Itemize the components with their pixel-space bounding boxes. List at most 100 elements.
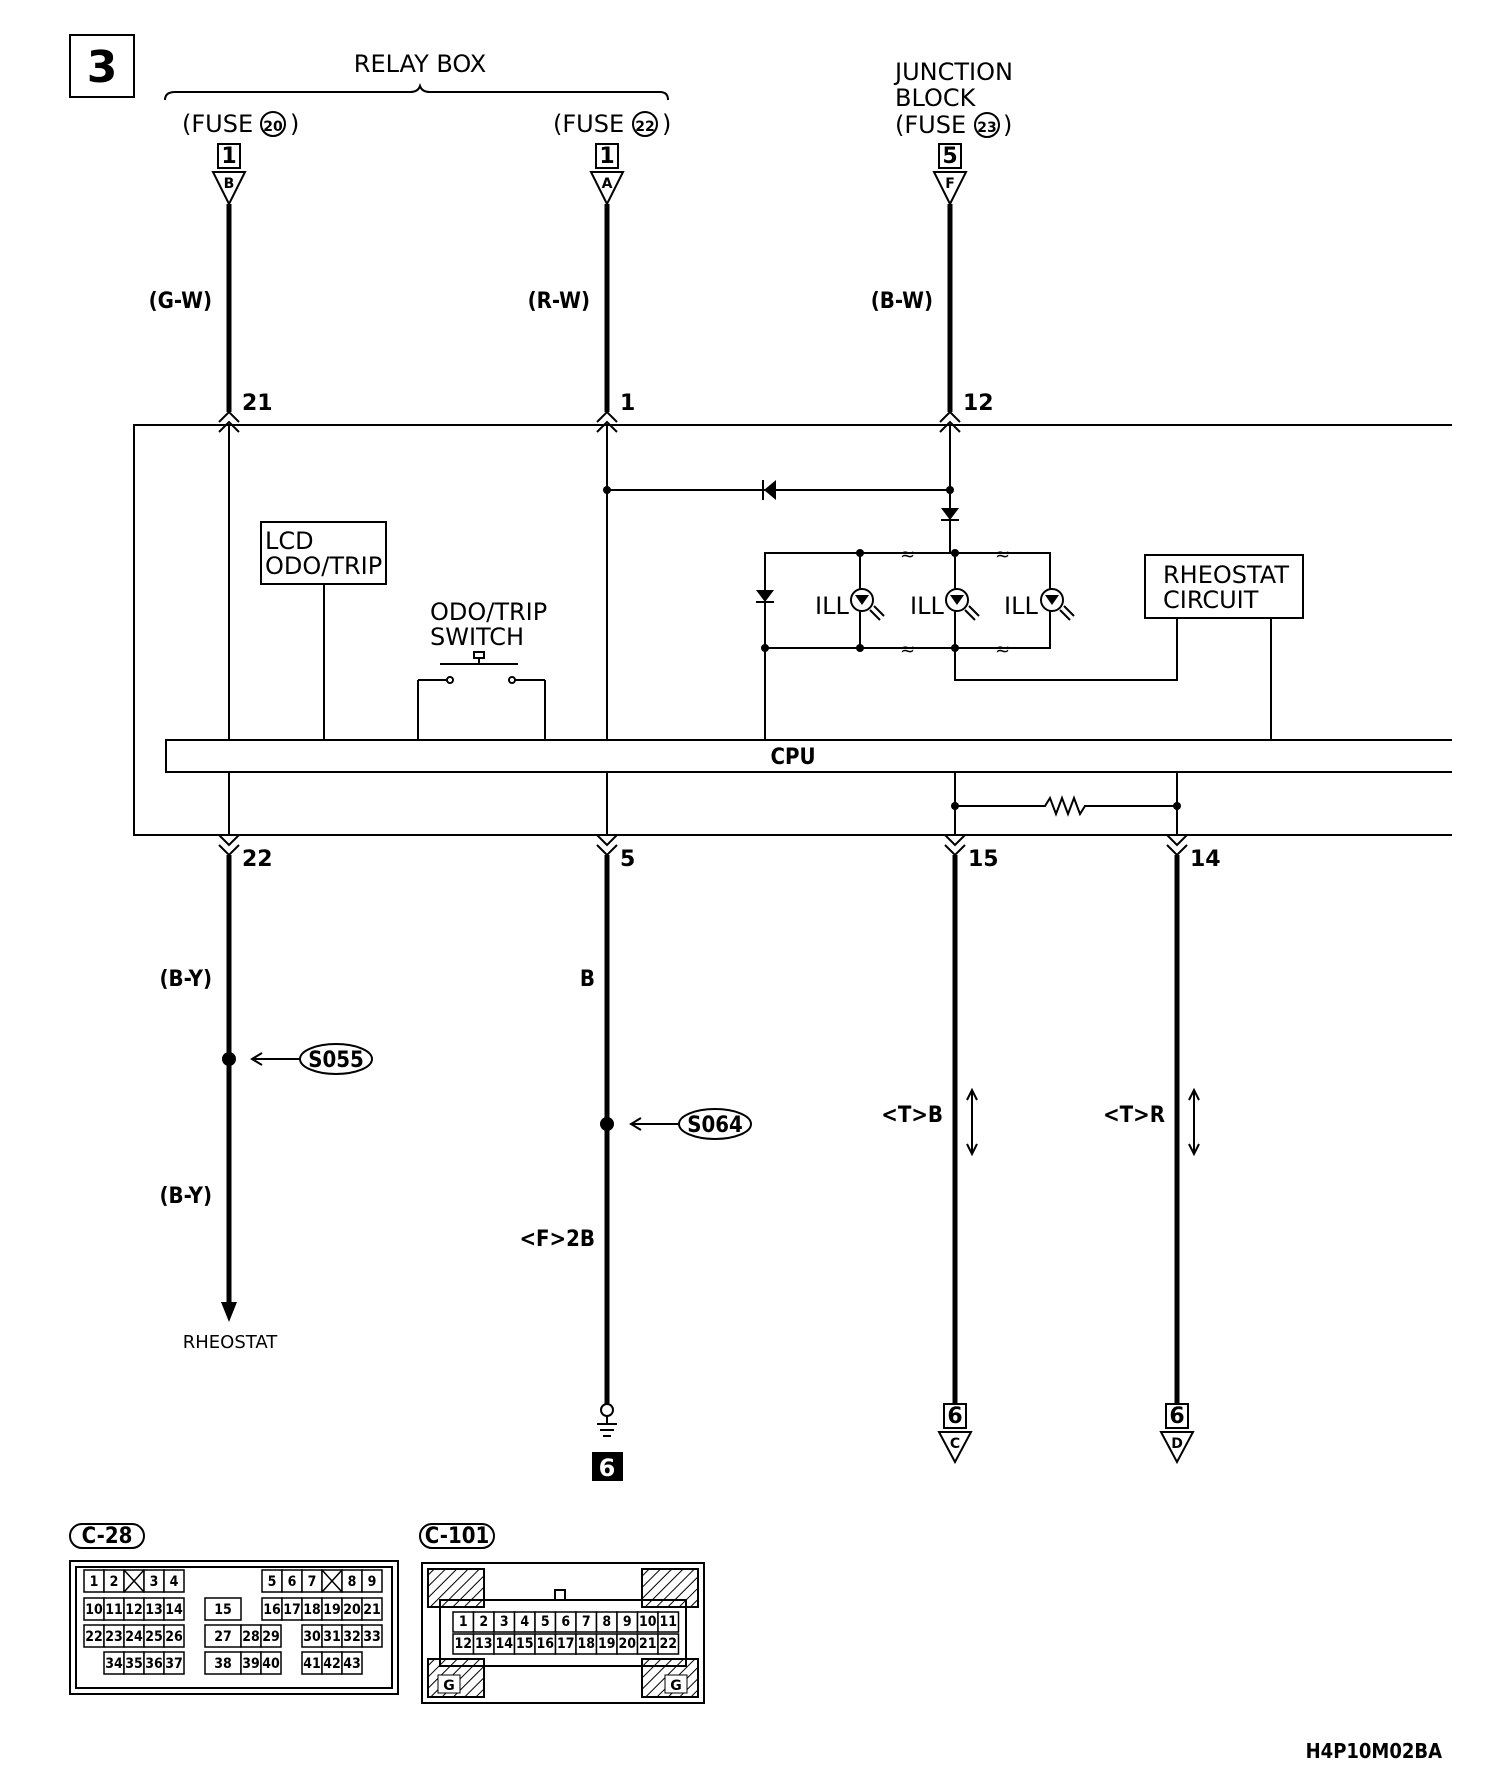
c28-pin-8: 8	[348, 1574, 357, 1590]
wire-g-w: (G-W)	[149, 289, 212, 314]
pin-14: 14	[1190, 847, 1221, 872]
pin-22: 22	[242, 847, 273, 872]
wire-b-w: (B-W)	[871, 289, 933, 314]
junction-connector-letter: F	[945, 176, 955, 192]
c101-pin-14: 14	[495, 1636, 513, 1652]
c28-pin-38: 38	[214, 1656, 232, 1672]
c28-pin-37-cell	[163, 1651, 185, 1675]
c28-pin-9-cell	[361, 1569, 383, 1593]
svg-text:≈: ≈	[900, 544, 915, 565]
c101-pin-22-cell	[657, 1633, 680, 1655]
connector-c101-label: C-101	[425, 1524, 490, 1549]
ground-symbol: 6	[592, 1403, 623, 1482]
fuse-20-source: (FUSE 20 ) 1 B	[182, 110, 299, 207]
c101-pin-10: 10	[639, 1614, 657, 1630]
svg-text:): )	[662, 110, 671, 138]
out-connector-d-letter: D	[1171, 1436, 1183, 1452]
lcd-label-2: ODO/TRIP	[265, 552, 382, 580]
svg-text:≈: ≈	[900, 639, 915, 660]
bottom-wires: (B-Y) (B-Y) B <F>2B <T>B <T>R S055 S0	[160, 855, 1200, 1482]
pin-12: 12	[963, 391, 994, 416]
c28-pin-27: 27	[214, 1629, 232, 1645]
c28-pin-33: 33	[363, 1629, 381, 1645]
c101-pin-20: 20	[618, 1636, 636, 1652]
fuse-23-number: 23	[977, 120, 996, 136]
c28-pin-blank-blank-mark	[321, 1569, 343, 1593]
out-connector-d: 6 D	[1159, 1403, 1195, 1465]
c28-pin-43-cell	[341, 1651, 363, 1675]
c101-pin-8: 8	[602, 1614, 611, 1630]
sheet-number: 3	[69, 34, 135, 98]
c28-pin-26-cell	[163, 1624, 185, 1648]
fuse-22-connector-num: 1	[599, 144, 614, 169]
fuse-20-number: 20	[263, 119, 283, 135]
c28-pin-25: 25	[145, 1629, 163, 1645]
c101-pin-22: 22	[659, 1636, 677, 1652]
ill-bulb-3	[1040, 588, 1075, 621]
pin-5: 5	[620, 847, 635, 872]
wire-t-b: <T>B	[881, 1103, 943, 1128]
ground-number: 6	[599, 1454, 616, 1482]
splice-s055: S055	[222, 1043, 373, 1075]
wire-b-y-lower: (B-Y)	[160, 1184, 213, 1209]
splice-s064: S064	[600, 1108, 752, 1140]
bidirectional-arrow-1	[966, 1087, 978, 1157]
c28-pin-40: 40	[262, 1656, 280, 1672]
combination-meter: CPU LCD ODO/TRIP ODO/TRIP SWITCH	[133, 424, 1452, 836]
switch-label-1: ODO/TRIP	[430, 598, 547, 626]
wire-r-w: (R-W)	[528, 289, 590, 314]
c28-pin-24: 24	[125, 1629, 143, 1645]
c101-pin-2: 2	[479, 1614, 488, 1630]
fuse-22-label: (FUSE	[553, 110, 624, 138]
out-connector-d-num: 6	[1169, 1404, 1184, 1429]
c28-pin-39: 39	[242, 1656, 260, 1672]
rheostat-circuit-label-2: CIRCUIT	[1163, 586, 1259, 614]
junction-fuse-label: (FUSE	[895, 111, 966, 139]
c28-pin-3: 3	[150, 1574, 159, 1590]
c28-pin-19: 19	[323, 1602, 341, 1618]
c101-pin-7: 7	[582, 1614, 591, 1630]
c101-pin-17: 17	[557, 1636, 575, 1652]
c28-pin-16: 16	[263, 1602, 281, 1618]
top-wires: (G-W) (R-W) (B-W) 21 1 12	[149, 204, 994, 433]
c101-pin-3: 3	[500, 1614, 509, 1630]
c101-pin-5: 5	[541, 1614, 550, 1630]
c28-pin-32: 32	[343, 1629, 361, 1645]
c28-pin-17: 17	[283, 1602, 301, 1618]
ill-label-3: ILL	[1004, 592, 1038, 620]
ill-label-2: ILL	[910, 592, 944, 620]
odo-trip-switch	[417, 651, 546, 740]
out-connector-c-letter: C	[950, 1436, 960, 1452]
fuse-20-connector-letter: B	[224, 176, 235, 192]
c101-pin-16: 16	[536, 1636, 554, 1652]
switch-label-2: SWITCH	[430, 623, 524, 651]
c28-pin-37: 37	[165, 1656, 183, 1672]
c101-pin-21: 21	[639, 1636, 657, 1652]
c101-pin-1: 1	[459, 1614, 468, 1630]
c28-pin-11: 11	[105, 1602, 123, 1618]
cpu-label: CPU	[770, 745, 815, 770]
illumination-block: ILL ILL ILL ≈ ≈ ≈ ≈	[756, 544, 1178, 740]
c28-pin-15: 15	[214, 1602, 232, 1618]
c28-pin-14-cell	[163, 1597, 185, 1621]
wire-f-2b: <F>2B	[519, 1227, 595, 1252]
c28-pin-22: 22	[85, 1629, 103, 1645]
c101-pin-11: 11	[659, 1614, 677, 1630]
c28-pin-42: 42	[323, 1656, 341, 1672]
c101-pin-12: 12	[454, 1636, 472, 1652]
c28-pin-2: 2	[110, 1574, 119, 1590]
wire-t-r: <T>R	[1103, 1103, 1165, 1128]
c28-pin-18: 18	[303, 1602, 321, 1618]
c28-pin-6: 6	[288, 1574, 297, 1590]
out-connector-c: 6 C	[937, 1403, 973, 1465]
pin-21: 21	[242, 391, 273, 416]
c28-pin-23: 23	[105, 1629, 123, 1645]
c28-pin-15-cell	[204, 1597, 242, 1621]
c28-pin-4: 4	[170, 1574, 179, 1590]
c28-pin-26: 26	[165, 1629, 183, 1645]
c28-pin-40-cell	[260, 1651, 282, 1675]
c101-pin-11-cell	[657, 1611, 680, 1633]
